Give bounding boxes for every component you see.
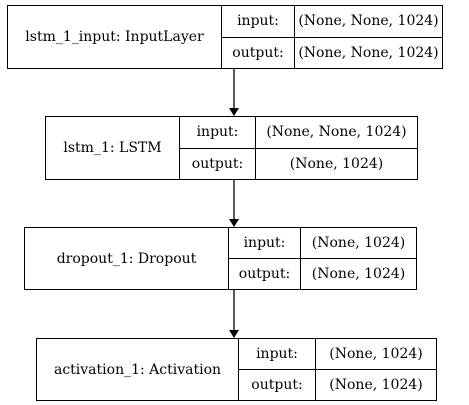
output-label: output: bbox=[180, 148, 256, 179]
input-label: input: bbox=[180, 117, 256, 148]
output-shape: (None, None, 1024) bbox=[298, 44, 439, 61]
output-shape: (None, 1024) bbox=[289, 155, 384, 172]
output-shape: (None, 1024) bbox=[329, 377, 423, 393]
input-shape: (None, 1024) bbox=[311, 235, 406, 251]
layer-name: dropout_1: Dropout bbox=[25, 228, 229, 289]
input-shape: (None, None, 1024) bbox=[298, 13, 439, 30]
layer-node-input: lstm_1_input: InputLayer input: (None, N… bbox=[7, 5, 443, 69]
layer-node-lstm: lstm_1: LSTM input: (None, None, 1024) o… bbox=[45, 116, 418, 180]
input-label: input: bbox=[222, 6, 295, 37]
layer-node-activation: activation_1: Activation input: (None, 1… bbox=[36, 338, 437, 401]
input-shape: (None, None, 1024) bbox=[266, 124, 407, 141]
layer-name: lstm_1: LSTM bbox=[46, 117, 180, 179]
layer-node-dropout: dropout_1: Dropout input: (None, 1024) o… bbox=[24, 227, 417, 290]
layer-name: activation_1: Activation bbox=[37, 339, 239, 400]
output-label: output: bbox=[239, 370, 316, 400]
output-label: output: bbox=[222, 37, 295, 68]
layer-name: lstm_1_input: InputLayer bbox=[8, 6, 222, 68]
input-shape: (None, 1024) bbox=[329, 346, 423, 362]
output-shape: (None, 1024) bbox=[311, 266, 406, 282]
input-label: input: bbox=[239, 339, 316, 369]
input-label: input: bbox=[229, 228, 301, 258]
output-label: output: bbox=[229, 259, 301, 289]
